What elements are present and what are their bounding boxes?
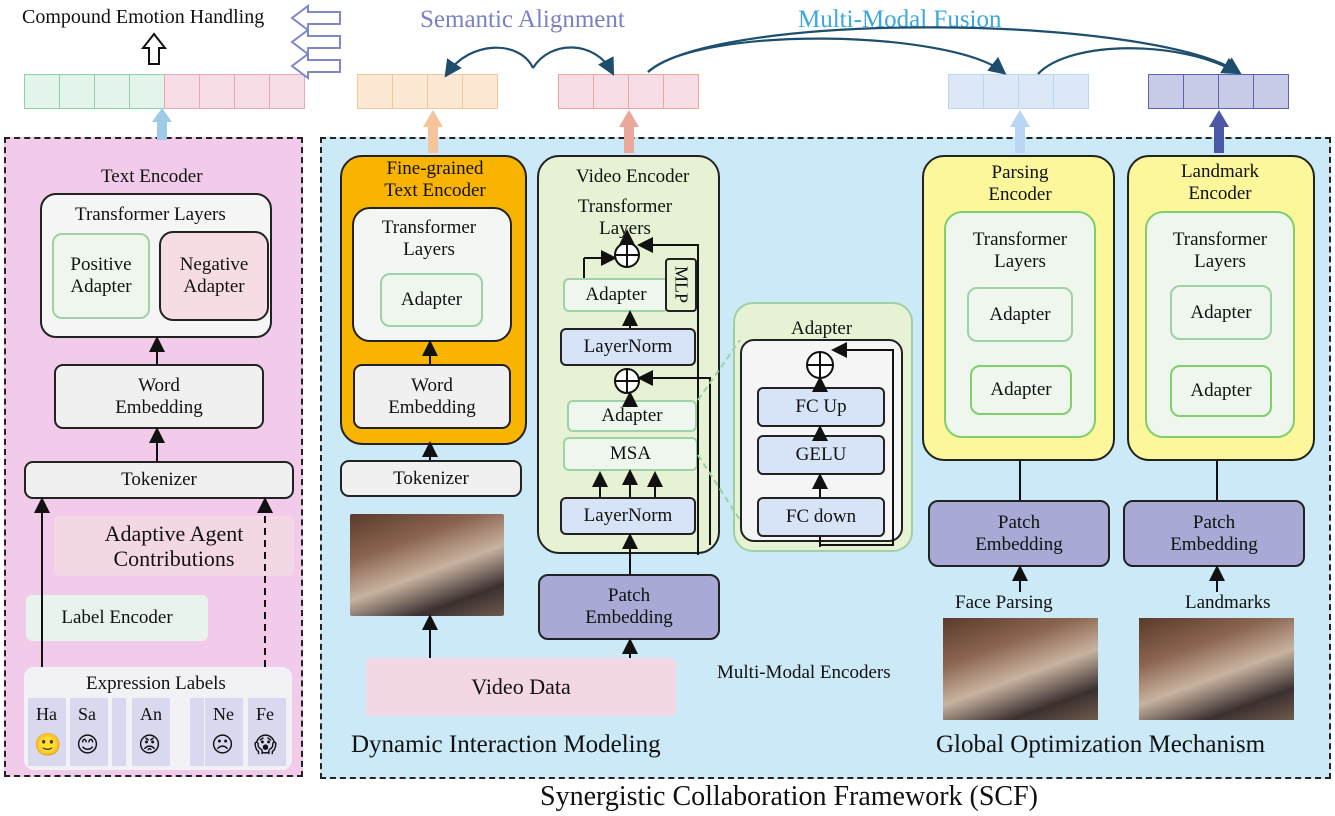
video-encoder-title: Video Encoder	[576, 166, 690, 187]
fc-down: FC down	[757, 497, 885, 537]
left-tokenizer: Tokenizer	[24, 461, 294, 499]
video-token-strip-cell	[628, 74, 664, 109]
landmark-token-strip-cell	[1148, 74, 1184, 109]
emotion-cell: Ha 🙂	[28, 698, 66, 766]
landmark-transformer-label: Transformer Layers	[1172, 229, 1268, 272]
video-token-strip-cell	[593, 74, 629, 109]
landmarks-photo	[1139, 618, 1294, 720]
adapter-detail-title: Adapter	[791, 318, 853, 339]
fine-adapter: Adapter	[380, 273, 483, 327]
text-token-strip-cell	[269, 74, 305, 109]
parsing-adapter-2: Adapter	[970, 365, 1072, 415]
compound-left-arrows	[290, 4, 341, 80]
emotion-emoji-icon: 😱	[254, 733, 277, 758]
fine-token-strip-cell	[392, 74, 428, 109]
landmark-patch-embedding: Patch Embedding	[1123, 500, 1305, 567]
emotion-code: Ne	[213, 704, 234, 724]
emotion-cell: An 😡	[132, 698, 170, 766]
emotion-code: An	[140, 704, 162, 724]
parsing-token-strip-cell	[1018, 74, 1054, 109]
parsing-transformer-label: Transformer Layers	[972, 229, 1068, 272]
fine-token-strip-cell	[462, 74, 498, 109]
positive-adapter: Positive Adapter	[52, 233, 150, 319]
compound-up-arrow	[140, 32, 168, 65]
dynamic-interaction-label: Dynamic Interaction Modeling	[351, 731, 661, 758]
parsing-encoder-title: Parsing Encoder	[988, 162, 1052, 205]
face-parsing-photo	[943, 618, 1098, 720]
gelu: GELU	[757, 435, 885, 475]
multi-modal-fusion-label: Multi-Modal Fusion	[798, 6, 1002, 33]
emotion-cell: Ne ☹	[205, 698, 243, 766]
adaptive-agent-contributions: Adaptive Agent Contributions	[54, 516, 294, 576]
emotion-cell: Sa 😊	[70, 698, 108, 766]
parsing-token-strip-cell	[983, 74, 1019, 109]
video-adapter-mid: Adapter	[567, 400, 697, 432]
fine-transformer-label: Transformer Layers	[381, 217, 477, 260]
emotion-emoji-icon: 😡	[138, 733, 161, 758]
emotion-spacer	[112, 698, 126, 766]
up-arrow-text	[152, 108, 172, 140]
video-token-strip-cell	[663, 74, 699, 109]
landmark-encoder-title: Landmark Encoder	[1180, 161, 1260, 204]
text-token-strip-cell	[164, 74, 200, 109]
fine-grained-title: Fine-grained Text Encoder	[384, 158, 486, 201]
fine-word-embedding: Word Embedding	[353, 364, 511, 429]
landmark-adapter-1: Adapter	[1170, 285, 1272, 340]
emotion-emoji-icon: 🙂	[34, 733, 62, 758]
parsing-token-strip-cell	[948, 74, 984, 109]
emotion-spacer	[190, 698, 204, 766]
text-token-strip-cell	[199, 74, 235, 109]
mlp-block: MLP	[665, 258, 697, 312]
video-token-strip-cell	[558, 74, 594, 109]
alignment-arcs	[444, 26, 1242, 78]
parsing-patch-embedding: Patch Embedding	[928, 500, 1110, 567]
text-token-strip-cell	[94, 74, 130, 109]
landmark-token-strip-cell	[1183, 74, 1219, 109]
parsing-token-strip-cell	[1053, 74, 1089, 109]
global-optimization-label: Global Optimization Mechanism	[936, 731, 1266, 758]
fine-token-strip-cell	[427, 74, 463, 109]
framework-caption: Synergistic Collaboration Framework (SCF…	[540, 781, 1038, 812]
emotion-emoji-icon: 😊	[76, 733, 99, 758]
text-token-strip-cell	[24, 74, 60, 109]
fine-token-strip-cell	[357, 74, 393, 109]
left-transformer-label: Transformer Layers	[75, 204, 226, 225]
video-layernorm-bottom: LayerNorm	[560, 497, 696, 535]
emotion-emoji-icon: ☹	[211, 733, 234, 758]
video-layernorm-top: LayerNorm	[560, 328, 696, 366]
text-token-strip-cell	[129, 74, 165, 109]
landmark-adapter-2: Adapter	[1170, 365, 1272, 417]
msa-block: MSA	[563, 437, 698, 471]
landmark-token-strip-cell	[1218, 74, 1254, 109]
emotion-cell: Fe 😱	[248, 698, 286, 766]
fine-tokenizer: Tokenizer	[340, 460, 522, 497]
landmarks-label: Landmarks	[1185, 592, 1271, 613]
video-transformer-label: Transformer Layers	[577, 196, 673, 239]
video-data: Video Data	[366, 658, 676, 716]
parsing-adapter-1: Adapter	[967, 287, 1073, 342]
expression-labels-title: Expression Labels	[86, 673, 226, 694]
text-token-strip-cell	[234, 74, 270, 109]
face-parsing-label: Face Parsing	[955, 592, 1053, 613]
label-encoder: Label Encoder	[26, 595, 208, 641]
negative-adapter: Negative Adapter	[159, 231, 269, 321]
emotion-code: Fe	[256, 704, 274, 724]
video-patch-embedding: Patch Embedding	[538, 574, 720, 640]
left-word-embedding: Word Embedding	[54, 364, 264, 429]
video-adapter-top: Adapter	[563, 278, 669, 312]
classroom-photo	[350, 514, 504, 616]
compound-emotion-label: Compound Emotion Handling	[22, 6, 265, 28]
emotion-code: Ha	[36, 704, 57, 724]
semantic-alignment-label: Semantic Alignment	[420, 6, 625, 33]
emotion-code: Sa	[78, 704, 96, 724]
text-token-strip-cell	[59, 74, 95, 109]
multi-modal-encoders-label: Multi-Modal Encoders	[717, 662, 891, 683]
text-encoder-title: Text Encoder	[101, 166, 203, 187]
landmark-token-strip-cell	[1253, 74, 1289, 109]
fc-up: FC Up	[757, 387, 885, 427]
